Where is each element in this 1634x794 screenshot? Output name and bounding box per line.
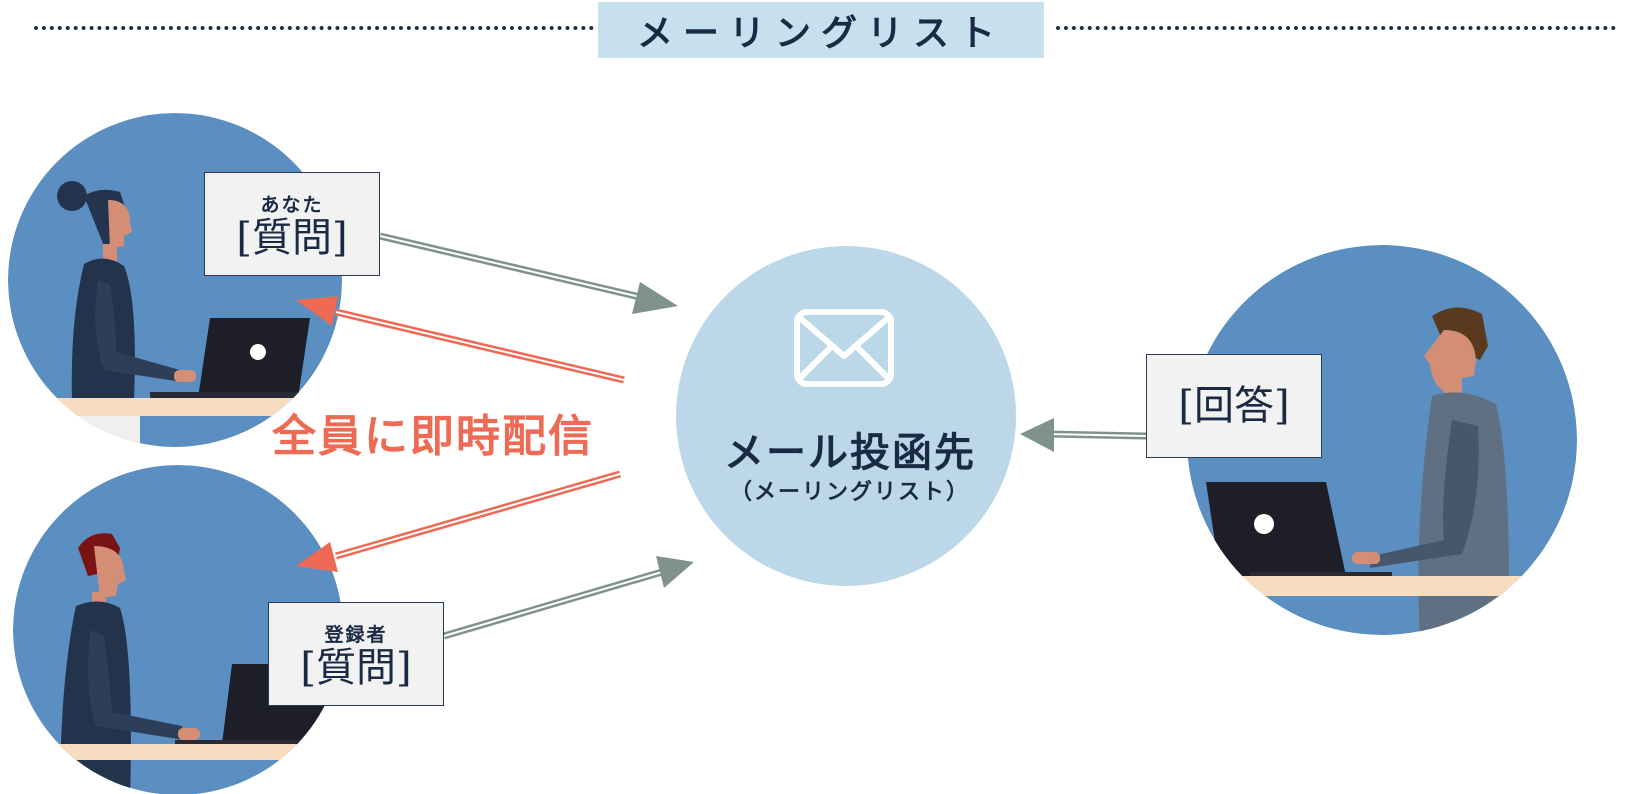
you-question-label: [質問] — [236, 214, 348, 261]
arrow-hub-to-member — [296, 470, 621, 572]
arrow-hub-to-you — [296, 296, 625, 384]
title-dotted-line-right — [1056, 26, 1616, 30]
answer-box: [回答] — [1146, 354, 1322, 458]
arrow-member-to-hub — [443, 556, 694, 640]
hub-title: メール投函先 — [724, 429, 976, 476]
member-question-label: [質問] — [300, 644, 412, 691]
answerer-avatar-circle — [1187, 245, 1577, 635]
hub-circle — [676, 246, 1016, 586]
you-question-box: あなた [質問] — [204, 172, 380, 276]
broadcast-label: 全員に即時配信 — [272, 411, 594, 462]
you-role-label: あなた — [260, 193, 324, 216]
arrow-answer-to-hub — [1020, 418, 1147, 452]
envelope-icon — [794, 309, 894, 387]
member-question-box: 登録者 [質問] — [268, 602, 444, 706]
title-dotted-line-left — [34, 26, 594, 30]
arrow-you-to-hub — [379, 232, 678, 314]
title-banner: メーリングリスト — [598, 2, 1044, 58]
member-role-label: 登録者 — [324, 623, 388, 646]
title-bar: メーリングリスト — [0, 0, 1634, 60]
answer-label: [回答] — [1178, 383, 1290, 429]
hub-subtitle: （メーリングリスト） — [729, 479, 970, 505]
page-title: メーリングリスト — [636, 12, 1005, 54]
